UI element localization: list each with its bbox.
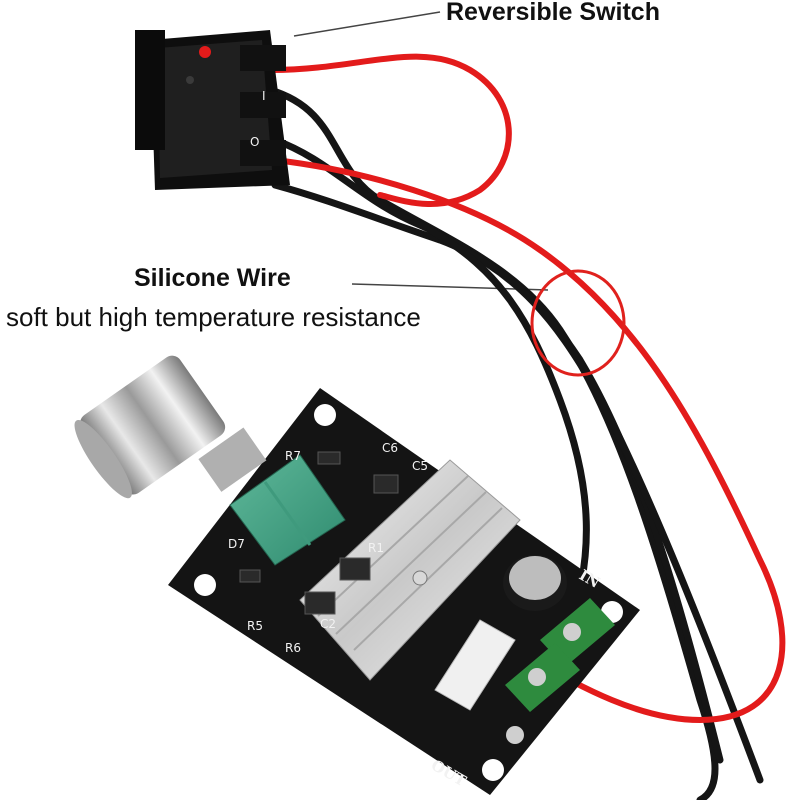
switch-leader-line — [293, 11, 441, 37]
reversible-switch-label: Reversible Switch — [446, 0, 660, 26]
silk-r1: R1 — [368, 541, 384, 555]
terminal-block-out — [505, 643, 580, 744]
silk-c2: C2 — [320, 617, 336, 631]
capacitor — [503, 555, 567, 611]
silicone-wire-subtitle: soft but high temperature resistance — [6, 302, 421, 332]
silk-r5: R5 — [247, 619, 263, 633]
rocker-switch-icon: I O — [135, 30, 290, 190]
smd-components — [239, 451, 399, 615]
switch-marking-one: I — [262, 89, 266, 103]
potentiometer-body — [229, 454, 346, 566]
potentiometer-knob-icon — [74, 355, 267, 499]
silk-r7: R7 — [285, 449, 301, 463]
heat-sink — [299, 459, 521, 681]
silk-c6: C6 — [382, 441, 398, 455]
switch-marking-zero: O — [250, 135, 259, 149]
silk-r6: R6 — [285, 641, 301, 655]
silk-c5: C5 — [412, 459, 428, 473]
red-wires — [269, 53, 786, 724]
silicone-wire-callout-circle — [530, 269, 626, 377]
silicone-wire-title: Silicone Wire — [134, 264, 291, 292]
silk-d7: D7 — [228, 537, 245, 551]
white-connector — [434, 619, 516, 711]
